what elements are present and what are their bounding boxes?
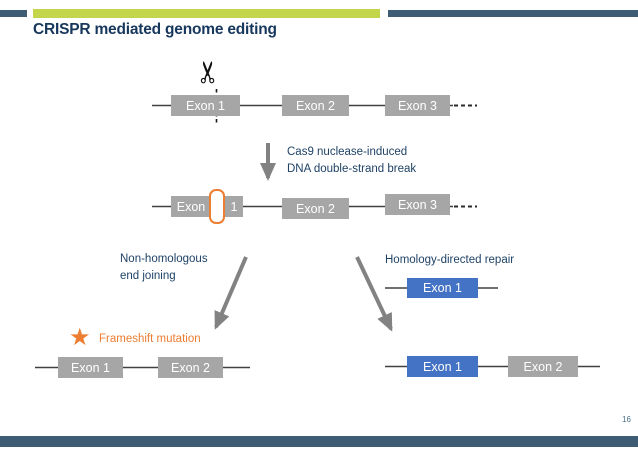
exon-box: Exon 1 [171, 95, 240, 116]
exon-label: Exon 1 [423, 281, 462, 295]
exon-label: Exon 3 [398, 98, 437, 113]
exon-box-template: Exon 1 [407, 278, 478, 298]
page-number: 16 [622, 415, 631, 424]
hdr-arrow [355, 256, 393, 332]
exon-label: Exon 2 [171, 360, 210, 375]
exon-label: Exon 1 [186, 98, 225, 113]
hdr-label: Homology-directed repair [385, 254, 515, 266]
exon-label: Exon 2 [296, 98, 335, 113]
cut-site-marker [209, 189, 225, 224]
nhej-label: Non-homologous end joining [120, 251, 208, 285]
exon-box: Exon 2 [282, 198, 349, 219]
exon-box: Exon 2 [508, 356, 578, 377]
cas9-break-line2: DNA double-strand break [287, 163, 417, 175]
cas9-break-line1: Cas9 nuclease-induced [287, 146, 408, 158]
exon-box: Exon 1 [407, 356, 478, 377]
exon-label: Exon 3 [398, 197, 437, 212]
nhej-arrow [214, 256, 248, 330]
exon-box-cut-left: Exon [171, 196, 211, 217]
cas9-break-label: Cas9 nuclease-induced DNA double-strand … [287, 144, 416, 178]
bottom-bar [0, 436, 638, 447]
exon-label: 1 [230, 199, 238, 214]
top-bar-dark-right [388, 10, 638, 17]
exon-box-cut-right: 1 [225, 196, 243, 217]
page-title: CRISPR mediated genome editing [33, 21, 277, 38]
star-icon: ★ [69, 323, 91, 351]
exon-label: Exon 1 [423, 359, 462, 374]
exon-label: Exon 2 [296, 201, 335, 216]
exon-label: Exon 2 [523, 359, 563, 374]
top-bar-dark-left [0, 10, 27, 17]
exon-label: Exon [176, 199, 206, 214]
exon-box: Exon 2 [282, 95, 349, 116]
exon-box: Exon 3 [385, 95, 450, 116]
nhej-label-line1: Non-homologous [120, 253, 208, 265]
exon-box: Exon 2 [158, 357, 223, 378]
nhej-label-line2: end joining [120, 270, 176, 282]
top-bar-green [33, 9, 380, 18]
exon-box: Exon 3 [385, 194, 450, 215]
frameshift-label: Frameshift mutation [99, 333, 201, 345]
scissors-icon: ✂ [191, 59, 227, 85]
exon-label: Exon 1 [71, 360, 110, 375]
exon-box: Exon 1 [58, 357, 123, 378]
